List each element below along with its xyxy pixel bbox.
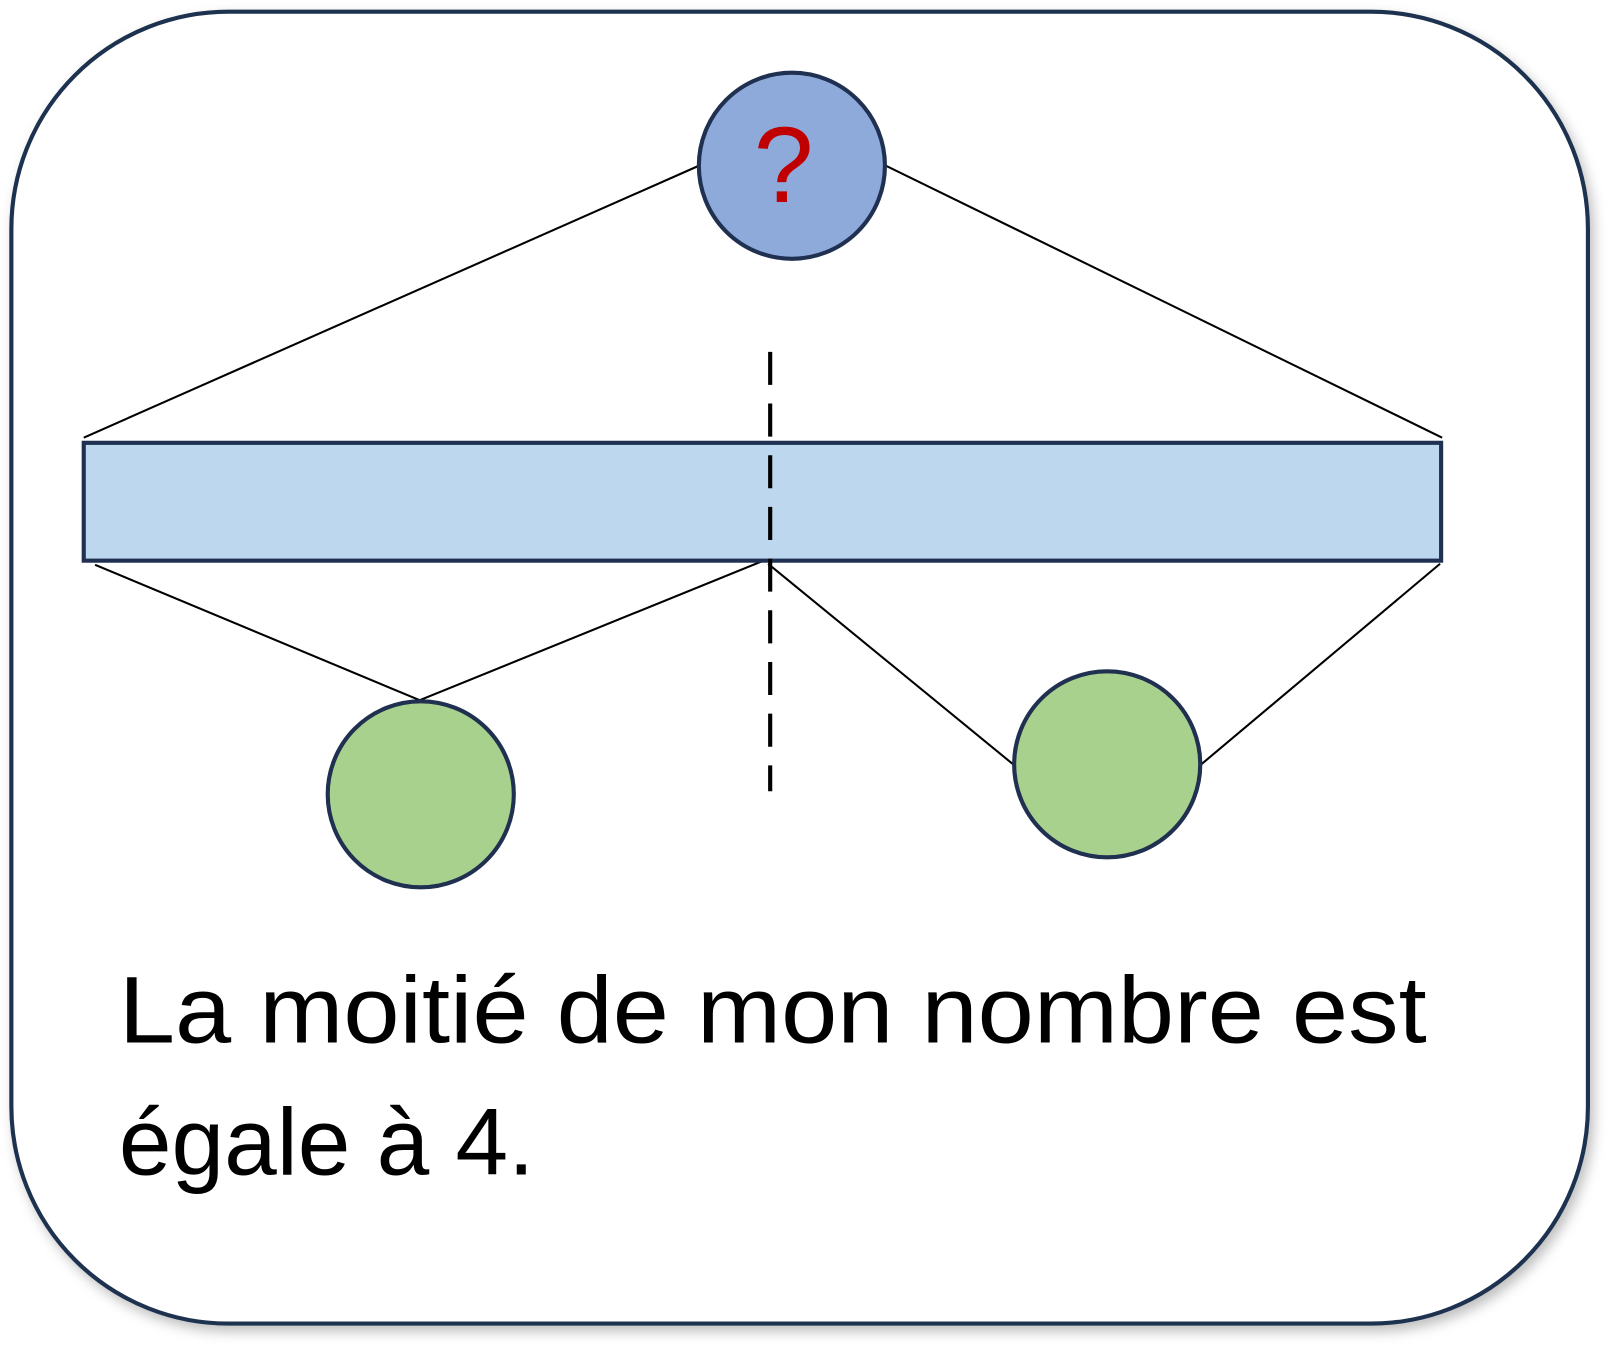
connector-line [83,164,700,439]
half-part-node-left [325,699,516,890]
connector-line [1200,562,1441,766]
caption-line-1: La moitié de mon nombre est [119,957,1427,1063]
connector-lines [83,164,1443,766]
whole-bar [81,440,1444,563]
card-frame [9,9,1590,1326]
caption-line-2: égale à 4. [119,1090,535,1196]
unknown-number-node [696,70,888,261]
connector-line [885,164,1443,439]
unknown-label: ? [754,105,814,225]
connector-line [419,558,767,702]
connector-line [94,563,421,702]
connector-line [767,562,1014,766]
half-part-node-right [1012,669,1203,860]
